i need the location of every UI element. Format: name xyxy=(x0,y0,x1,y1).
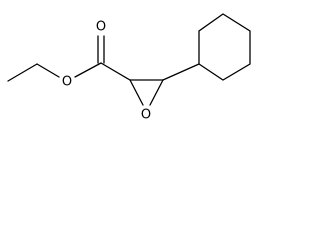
bond-epoxide-c3-cyclohexyl xyxy=(162,63,200,81)
carbonyl-oxygen-label: O xyxy=(96,20,106,35)
epoxide-oxygen-label: O xyxy=(141,108,151,123)
bond-methyl-methylene xyxy=(7,63,38,82)
bond-epoxide-c2-oxygen xyxy=(129,79,144,106)
bond-epoxide-c3-oxygen xyxy=(149,79,164,106)
ester-oxygen-label: O xyxy=(62,75,72,90)
bond-ester-oxygen-carbonyl-carbon xyxy=(74,62,102,78)
chemical-structure-diagram: O O O xyxy=(7,13,251,123)
bond-methylene-ester-oxygen xyxy=(36,63,60,78)
bond-carbonyl-epoxide-c2 xyxy=(100,62,131,81)
cyclohexane-ring xyxy=(198,13,251,81)
